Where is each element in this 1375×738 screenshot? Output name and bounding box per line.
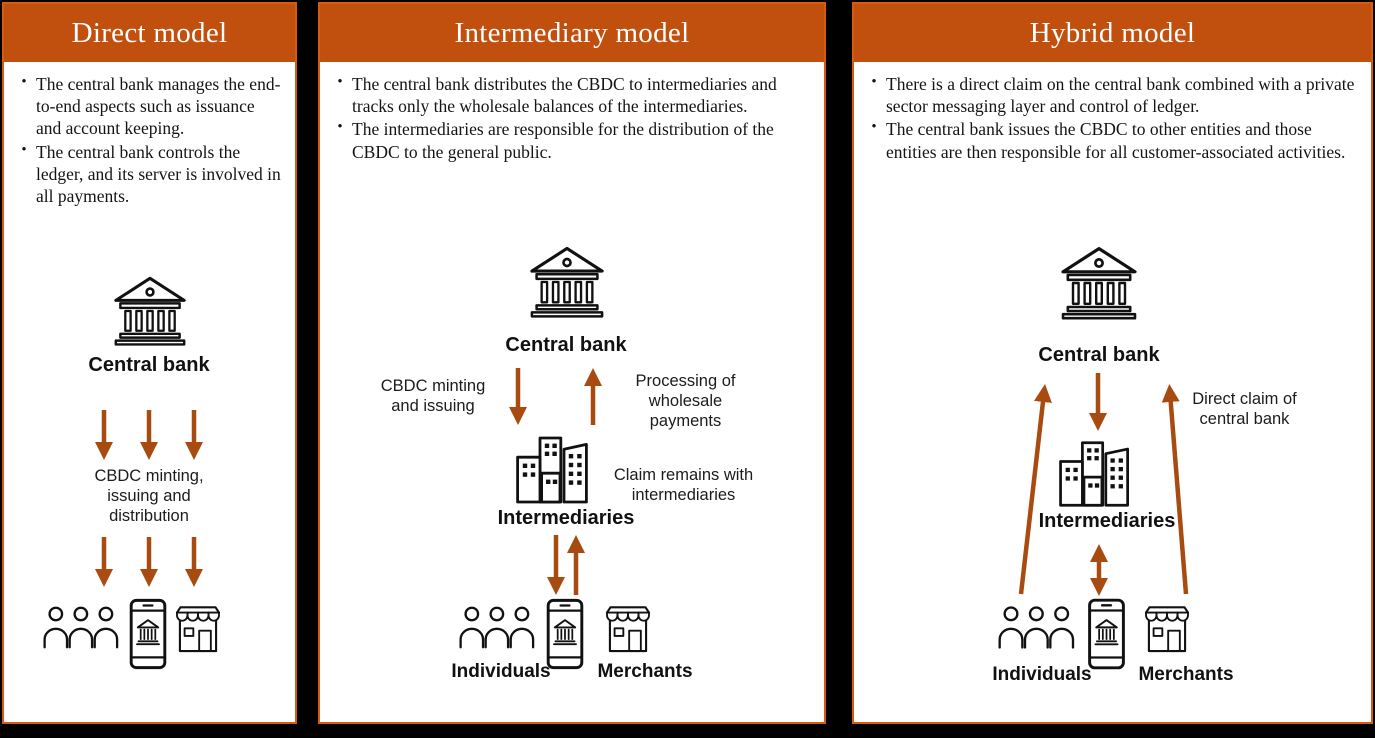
merchants-icon bbox=[1140, 605, 1194, 654]
individuals-icon bbox=[40, 604, 127, 651]
phone-wallet-icon bbox=[546, 598, 584, 670]
direct-model-title: Direct model bbox=[71, 16, 228, 49]
central-bank-icon bbox=[1059, 245, 1139, 321]
bullet-marker: • bbox=[871, 119, 877, 136]
central-bank-label: Central bank bbox=[505, 334, 627, 356]
panel-hybrid-model: Hybrid model • There is a direct claim o… bbox=[852, 2, 1373, 724]
individuals-icon bbox=[995, 604, 1083, 651]
central-bank-label: Central bank bbox=[1038, 344, 1160, 366]
bullet-marker: • bbox=[21, 74, 27, 90]
merchants-label: Merchants bbox=[597, 661, 693, 682]
direct-flow-label: CBDC minting, issuing and distribution bbox=[94, 467, 204, 526]
bullet-marker: • bbox=[871, 74, 877, 90]
individuals-label: Individuals bbox=[992, 664, 1092, 685]
phone-wallet-icon bbox=[1087, 598, 1126, 670]
bullet-item: • There is a direct claim on the central… bbox=[862, 73, 1361, 117]
phone-wallet-icon bbox=[129, 598, 167, 670]
panel-intermediary-model: Intermediary model • The central bank di… bbox=[318, 2, 826, 724]
bullet-text: The central bank issues the CBDC to othe… bbox=[886, 119, 1346, 162]
processing-wholesale-label: Processing of wholesale payments bbox=[635, 372, 736, 431]
merchants-icon bbox=[601, 605, 655, 654]
bullet-item: • The central bank manages the end-to-en… bbox=[12, 73, 285, 140]
intermediaries-label: Intermediaries bbox=[1038, 510, 1176, 532]
hybrid-model-bullets: • There is a direct claim on the central… bbox=[854, 62, 1371, 163]
central-bank-icon bbox=[528, 245, 606, 319]
bullet-text: The central bank manages the end-to-end … bbox=[36, 74, 281, 139]
bullet-marker: • bbox=[337, 119, 343, 136]
individuals-icon bbox=[456, 604, 543, 651]
hybrid-model-header: Hybrid model bbox=[854, 4, 1371, 62]
individuals-label: Individuals bbox=[451, 661, 551, 682]
bullet-marker: • bbox=[337, 74, 343, 90]
minting-issuing-label: CBDC minting and issuing bbox=[380, 377, 486, 416]
bullet-marker: • bbox=[21, 141, 27, 158]
merchants-icon bbox=[171, 605, 225, 654]
merchants-label: Merchants bbox=[1138, 664, 1234, 685]
intermediaries-label: Intermediaries bbox=[497, 507, 635, 529]
hybrid-model-title: Hybrid model bbox=[1029, 16, 1196, 49]
direct-model-bullets: • The central bank manages the end-to-en… bbox=[4, 62, 295, 207]
bullet-item: • The central bank controls the ledger, … bbox=[12, 141, 285, 208]
bullet-text: The central bank controls the ledger, an… bbox=[36, 141, 281, 207]
central-bank-icon bbox=[112, 275, 188, 347]
panel-direct-model: Direct model • The central bank manages … bbox=[2, 2, 297, 724]
direct-claim-label: Direct claim of central bank bbox=[1192, 390, 1297, 429]
bullet-text: There is a direct claim on the central b… bbox=[886, 74, 1355, 117]
intermediary-model-bullets: • The central bank distributes the CBDC … bbox=[320, 62, 824, 163]
bullet-text: The central bank distributes the CBDC to… bbox=[352, 74, 777, 117]
intermediary-model-title: Intermediary model bbox=[454, 16, 690, 49]
bullet-item: • The central bank distributes the CBDC … bbox=[328, 73, 814, 117]
central-bank-label: Central bank bbox=[88, 354, 210, 376]
intermediary-model-header: Intermediary model bbox=[320, 4, 824, 62]
bullet-text: The intermediaries are responsible for t… bbox=[352, 119, 774, 162]
direct-model-header: Direct model bbox=[4, 4, 295, 62]
intermediaries-icon bbox=[516, 435, 596, 505]
bullet-item: • The intermediaries are responsible for… bbox=[328, 118, 814, 162]
claim-remains-label: Claim remains with intermediaries bbox=[613, 466, 754, 505]
bullet-item: • The central bank issues the CBDC to ot… bbox=[862, 118, 1361, 162]
intermediaries-icon bbox=[1059, 440, 1137, 508]
